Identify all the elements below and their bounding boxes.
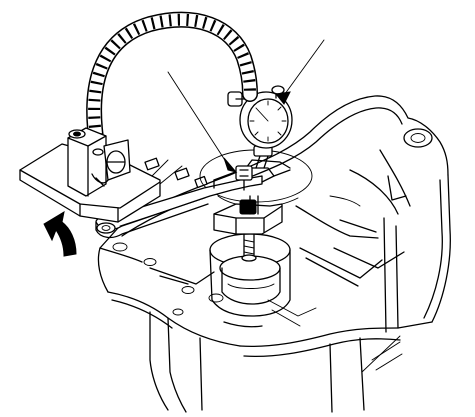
- measuring-bar: [95, 159, 291, 239]
- leader-lines: [167, 39, 325, 173]
- clamp-block: [213, 195, 283, 262]
- magnetic-base: [19, 127, 161, 223]
- transmission-housing: [97, 95, 451, 413]
- shaft-bearing: [199, 149, 313, 317]
- flexible-arm: [86, 11, 258, 146]
- dial-indicator: [227, 85, 293, 191]
- direction-arrow: [43, 210, 77, 257]
